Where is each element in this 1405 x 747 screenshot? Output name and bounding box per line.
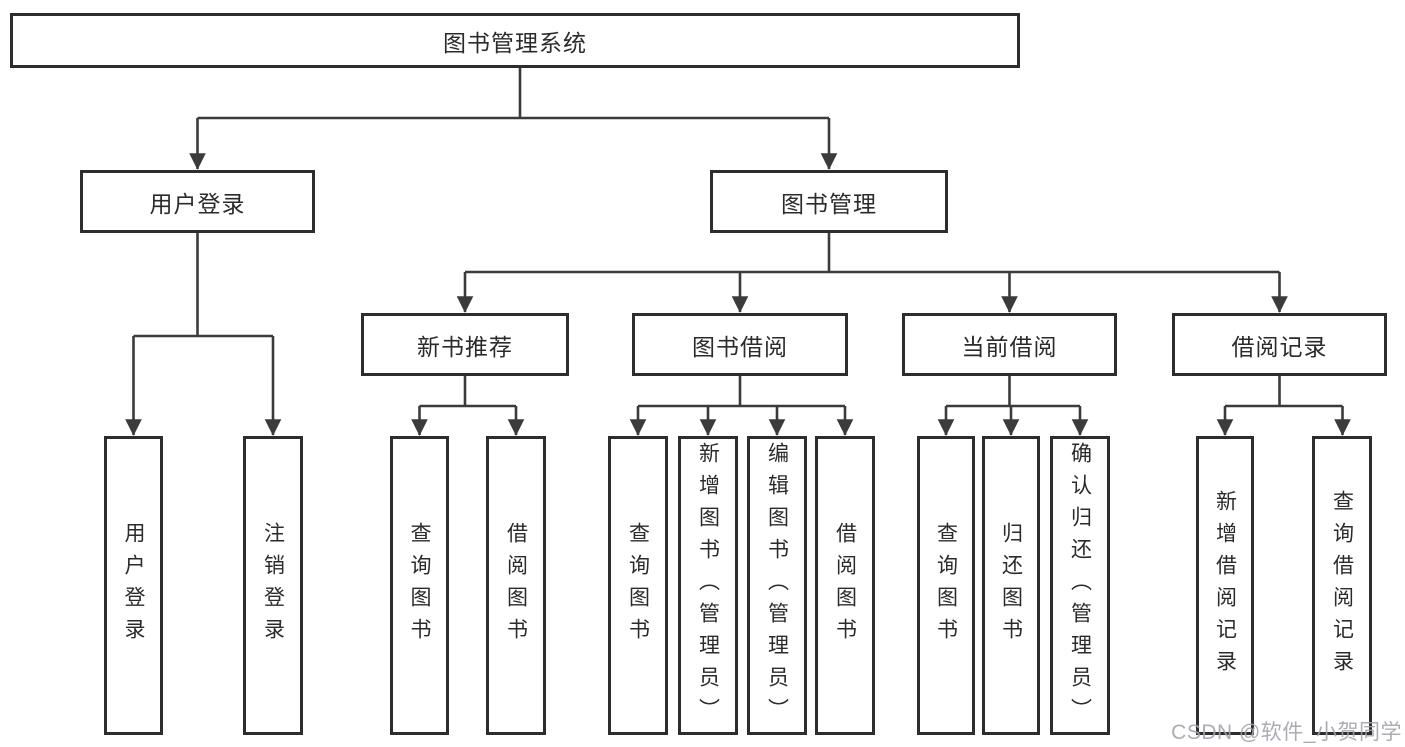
node-logout-action: 注销登录 xyxy=(243,436,303,735)
node-book-management: 图书管理 xyxy=(710,170,948,233)
node-borrow-books-borrowing: 借阅图书 xyxy=(815,436,875,735)
borrowing-records-children-arrows xyxy=(1216,406,1351,436)
node-user-login: 用户登录 xyxy=(80,170,315,233)
node-query-books-borrowing: 查询图书 xyxy=(608,436,668,735)
node-add-books-admin: 新增图书（管理员） xyxy=(678,436,738,735)
node-query-books-current: 查询图书 xyxy=(917,436,975,735)
user-login-children-arrows xyxy=(125,336,282,436)
book-borrowing-children-arrows xyxy=(629,406,854,436)
node-add-borrow-record: 新增借阅记录 xyxy=(1196,436,1254,735)
node-query-books-recommend: 查询图书 xyxy=(390,436,449,735)
watermark: CSDN @软件_小贺同学 xyxy=(1171,721,1402,744)
new-book-recommend-children-arrows xyxy=(411,406,525,436)
current-borrowing-children-arrows xyxy=(937,406,1089,436)
node-book-borrowing: 图书借阅 xyxy=(632,313,848,376)
node-query-borrow-record: 查询借阅记录 xyxy=(1312,436,1372,735)
node-borrow-books-recommend: 借阅图书 xyxy=(486,436,546,735)
root-to-level2-arrows xyxy=(189,118,838,170)
node-user-login-action: 用户登录 xyxy=(104,436,163,735)
connector-segments xyxy=(133,68,1343,408)
node-borrowing-records: 借阅记录 xyxy=(1172,313,1387,376)
node-return-books: 归还图书 xyxy=(982,436,1040,735)
node-library-management-system: 图书管理系统 xyxy=(10,13,1020,68)
node-current-borrowing: 当前借阅 xyxy=(902,313,1117,376)
node-edit-books-admin: 编辑图书（管理员） xyxy=(747,436,807,735)
book-management-children-arrows xyxy=(456,272,1288,313)
node-confirm-return-admin: 确认归还（管理员） xyxy=(1050,436,1110,735)
node-new-book-recommend: 新书推荐 xyxy=(361,313,569,376)
